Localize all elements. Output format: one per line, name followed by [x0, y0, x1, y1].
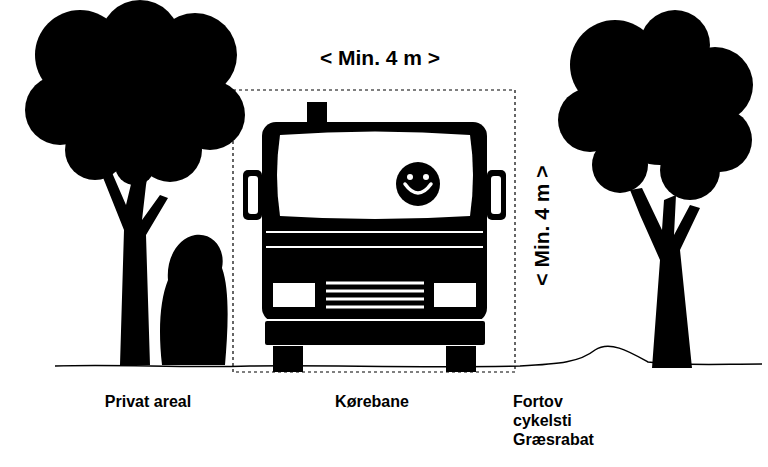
ground-line: [55, 346, 762, 366]
ground-label: Kørebane: [335, 392, 409, 411]
clearance-box: [233, 90, 515, 372]
right-tree: [558, 10, 753, 368]
left-tree: [25, 0, 245, 365]
ground-label: Fortov cykelsti Græsrabat: [513, 392, 594, 450]
width-dimension: < Min. 4 m >: [317, 45, 443, 70]
truck: [243, 102, 506, 372]
bush: [160, 235, 228, 365]
ground-label: Privat areal: [105, 392, 191, 411]
height-dimension: < Min. 4 m >: [528, 163, 553, 289]
